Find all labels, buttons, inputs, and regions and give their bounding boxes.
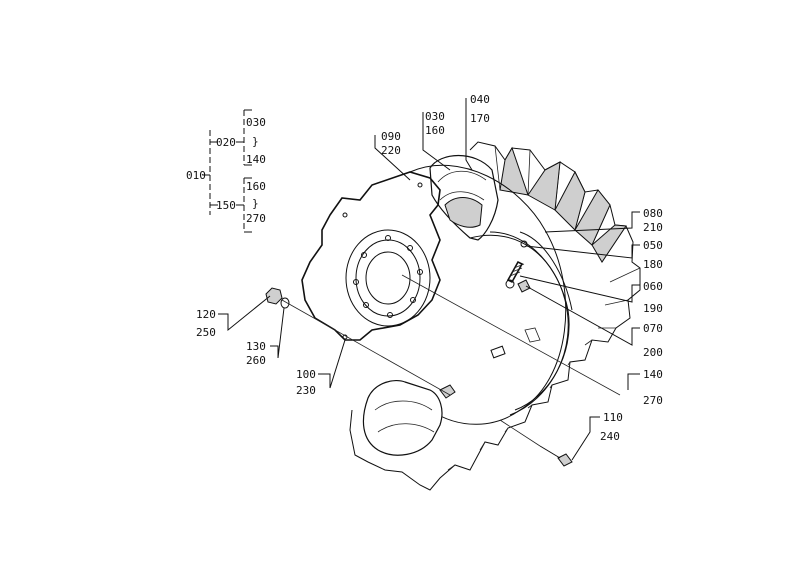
part-hierarchy-tree: 010 020 150 030 } 140 160 } 270 [186, 109, 266, 233]
upper-weight-block [429, 155, 499, 241]
tree-a-bottom-label: 140 [246, 153, 266, 166]
callout-040: 040 [470, 93, 490, 106]
tree-b-range-mark: } [252, 197, 259, 210]
callout-060: 060 [643, 280, 663, 293]
callout-labels: 090 220 030 160 040 170 080 210 050 180 … [196, 93, 663, 443]
callout-200: 200 [643, 346, 663, 359]
callout-190: 190 [643, 302, 663, 315]
callout-050: 050 [643, 239, 663, 252]
wheel-disc [301, 171, 441, 341]
callout-210: 210 [643, 221, 663, 234]
tree-a-range-mark: } [252, 135, 259, 148]
lower-weight-block [362, 379, 456, 456]
callout-080: 080 [643, 207, 663, 220]
wheel-rim [409, 164, 573, 425]
nut-and-washer [265, 287, 451, 396]
callout-180: 180 [643, 258, 663, 271]
valve-parts [505, 240, 531, 293]
callout-120: 120 [196, 308, 216, 321]
tree-a-top-label: 030 [246, 116, 266, 129]
callout-130: 130 [246, 340, 266, 353]
callout-100: 100 [296, 368, 316, 381]
bolt [499, 419, 573, 467]
tree-branch-b-label: 150 [216, 199, 236, 212]
tree-branch-a-label: 020 [216, 136, 236, 149]
callout-leaders [218, 98, 640, 461]
callout-090: 090 [381, 130, 401, 143]
callout-260: 260 [246, 354, 266, 367]
callout-140: 140 [643, 368, 663, 381]
callout-160: 160 [425, 124, 445, 137]
callout-070: 070 [643, 322, 663, 335]
callout-220: 220 [381, 144, 401, 157]
callout-030: 030 [425, 110, 445, 123]
callout-110: 110 [603, 411, 623, 424]
callout-270: 270 [643, 394, 663, 407]
callout-250: 250 [196, 326, 216, 339]
tree-root-label: 010 [186, 169, 206, 182]
tire-tread [349, 141, 641, 491]
tree-b-top-label: 160 [246, 180, 266, 193]
callout-230: 230 [296, 384, 316, 397]
assembly-axis-line [401, 274, 621, 396]
callout-240: 240 [600, 430, 620, 443]
tree-b-bottom-label: 270 [246, 212, 266, 225]
callout-170: 170 [470, 112, 490, 125]
